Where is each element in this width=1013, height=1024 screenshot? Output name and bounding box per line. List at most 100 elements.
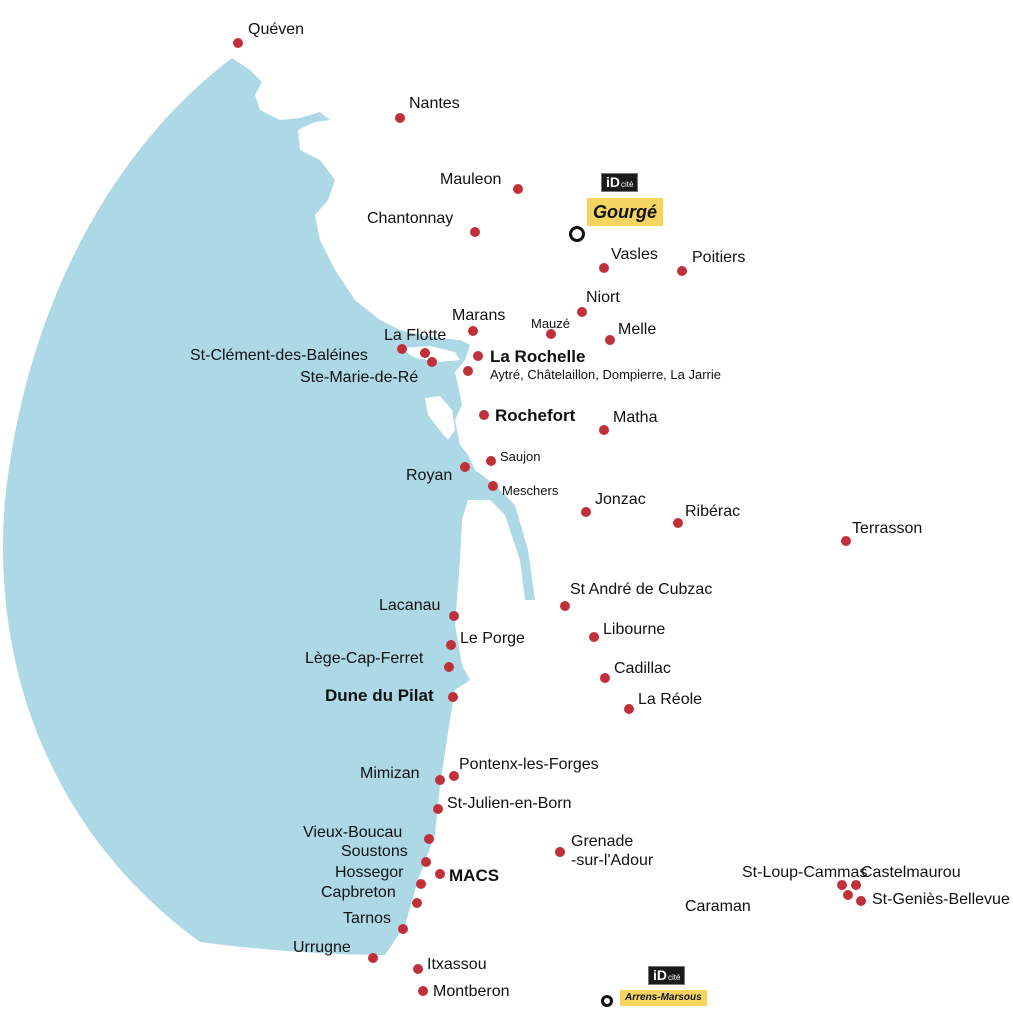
city-dot-st-genies-bellevue — [856, 896, 866, 906]
idcite-logo-gourge: iDcité — [601, 173, 639, 192]
logo-suffix: cité — [621, 180, 634, 189]
city-dot-mauze — [546, 329, 556, 339]
city-dot-vasles — [599, 263, 609, 273]
city-label-capbreton: Capbreton — [321, 884, 396, 901]
city-label-poitiers: Poitiers — [692, 249, 746, 266]
city-label-montberon: Montberon — [433, 983, 510, 1000]
city-label-nantes: Nantes — [409, 95, 460, 112]
logo-suffix: cité — [668, 973, 681, 982]
city-label-aytre-chatelaillon-dompierre-la-jarrie: Aytré, Châtelaillon, Dompierre, La Jarri… — [490, 367, 721, 382]
city-label-riberac: Ribérac — [685, 503, 741, 520]
city-label-vieux-boucau: Vieux-Boucau — [303, 824, 403, 841]
city-label-la-rochelle: La Rochelle — [490, 347, 586, 366]
city-label-niort: Niort — [586, 289, 620, 306]
city-label-grenade: Grenade — [571, 833, 634, 850]
city-dot-libourne — [589, 632, 599, 642]
site-marker-gourge — [569, 226, 585, 242]
city-label-meschers: Meschers — [502, 483, 559, 498]
city-dot-st-andre-de-cubzac — [560, 601, 570, 611]
city-label-vasles: Vasles — [611, 246, 658, 263]
city-dot-saujon — [486, 456, 496, 466]
logo-text: iD — [606, 174, 620, 190]
city-dots — [233, 38, 866, 996]
city-label-hossegor: Hossegor — [335, 864, 404, 881]
city-dot-st-loup-cammas — [837, 880, 847, 890]
city-dot-le-porge — [446, 640, 456, 650]
city-label-sur-l-adour: -sur-l'Adour — [571, 852, 654, 869]
city-dot-meschers — [488, 481, 498, 491]
city-dot-dune-du-pilat — [448, 692, 458, 702]
city-dot-st-clement-des-baleines — [420, 348, 430, 358]
city-label-marans: Marans — [452, 307, 506, 324]
city-label-jonzac: Jonzac — [595, 491, 646, 508]
city-label-soustons: Soustons — [341, 843, 408, 860]
city-dot-matha — [599, 425, 609, 435]
city-dot-jonzac — [581, 507, 591, 517]
city-label-macs: MACS — [449, 866, 500, 885]
city-label-saujon: Saujon — [500, 449, 541, 464]
city-dot-soustons — [421, 857, 431, 867]
city-dot-aytre-chatelaillon-dompierre-la-jarrie — [463, 366, 473, 376]
city-dot-st-julien-en-born — [433, 804, 443, 814]
logo-text: iD — [653, 967, 667, 983]
city-label-ste-marie-de-re: Ste-Marie-de-Ré — [300, 369, 419, 386]
city-dot-royan — [460, 462, 470, 472]
city-label-matha: Matha — [613, 409, 658, 426]
city-dot-terrasson — [841, 536, 851, 546]
city-dot-chantonnay — [470, 227, 480, 237]
city-label-pontenx-les-forges: Pontenx-les-Forges — [459, 756, 599, 773]
city-dot-capbreton — [416, 879, 426, 889]
city-label-mauleon: Mauleon — [440, 171, 502, 188]
city-dot-tarnos — [412, 898, 422, 908]
city-label-royan: Royan — [406, 467, 453, 484]
city-label-urrugne: Urrugne — [293, 939, 351, 956]
city-label-st-andre-de-cubzac: St André de Cubzac — [570, 581, 713, 598]
city-label-itxassou: Itxassou — [427, 956, 487, 973]
city-dot-lege-cap-ferret — [444, 662, 454, 672]
city-label-castelmaurou: Castelmaurou — [861, 864, 961, 881]
city-dot-itxassou — [413, 964, 423, 974]
city-label-st-clement-des-baleines: St-Clément-des-Baléines — [190, 347, 368, 364]
city-label-la-flotte: La Flotte — [384, 327, 447, 344]
city-dot-poitiers — [677, 266, 687, 276]
city-dot-lacanau — [449, 611, 459, 621]
city-label-st-julien-en-born: St-Julien-en-Born — [447, 795, 572, 812]
city-dot-queven — [233, 38, 243, 48]
city-label-rochefort: Rochefort — [495, 406, 576, 425]
site-name-gourge: Gourgé — [587, 198, 664, 226]
city-dot-melle — [605, 335, 615, 345]
city-dot-vieux-boucau — [424, 834, 434, 844]
city-label-mimizan: Mimizan — [360, 765, 420, 782]
city-dot-caraman — [843, 890, 853, 900]
city-dot-cadillac — [600, 673, 610, 683]
city-label-le-porge: Le Porge — [460, 630, 525, 647]
city-dot-mauleon — [513, 184, 523, 194]
city-dot-nantes — [395, 113, 405, 123]
city-dot-la-flotte — [397, 344, 407, 354]
city-label-libourne: Libourne — [603, 621, 666, 638]
city-label-chantonnay: Chantonnay — [367, 210, 454, 227]
city-label-queven: Quéven — [248, 21, 305, 38]
site-name-arrens-marsous: Arrens-Marsous — [620, 990, 707, 1006]
city-dot-ustaritz — [368, 953, 378, 963]
city-label-caraman: Caraman — [685, 898, 751, 915]
city-label-melle: Melle — [618, 321, 657, 338]
city-dot-ste-marie-de-re — [427, 357, 437, 367]
city-dot-castelmaurou — [851, 880, 861, 890]
city-label-st-loup-cammas: St-Loup-Cammas — [742, 864, 868, 881]
city-dot-pontenx-les-forges — [449, 771, 459, 781]
city-label-lege-cap-ferret: Lège-Cap-Ferret — [305, 650, 424, 667]
city-dot-la-rochelle — [473, 351, 483, 361]
idcite-logo-arrens-marsous: iDcité — [648, 966, 686, 985]
city-dot-grenade — [555, 847, 565, 857]
city-label-lacanau: Lacanau — [379, 597, 441, 614]
city-label-st-genies-bellevue: St-Geniès-Bellevue — [872, 891, 1010, 908]
city-label-dune-du-pilat: Dune du Pilat — [325, 686, 434, 705]
city-dot-marans — [468, 326, 478, 336]
city-label-mauze: Mauzé — [531, 316, 571, 331]
city-dot-urrugne — [398, 924, 408, 934]
city-dot-montberon — [418, 986, 428, 996]
site-marker-arrens-marsous — [601, 995, 613, 1007]
